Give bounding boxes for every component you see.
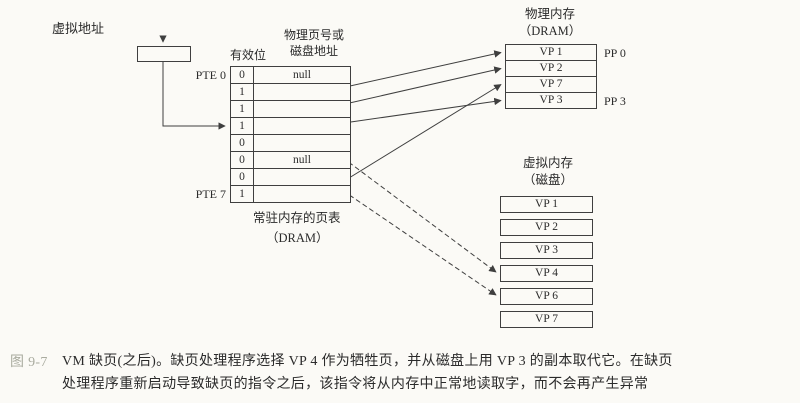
pte-address: null: [293, 154, 311, 166]
dram-row: VP 3: [506, 92, 596, 108]
pte-address: [254, 135, 350, 151]
pt-address-header-line1: 物理页号或: [284, 28, 345, 42]
valid-bit: 0: [231, 169, 254, 185]
figure-number-label: 图 9-7: [10, 355, 48, 370]
pte7-label: PTE 7: [195, 187, 226, 201]
valid-bit: 1: [231, 118, 254, 134]
disk-title-line2: （磁盘）: [522, 173, 573, 187]
disk-table: VP 1 VP 2 VP 3 VP 4 VP 6 VP 7: [500, 196, 593, 334]
pte-row-3: 1: [231, 117, 350, 134]
pte0-label: PTE 0: [195, 68, 226, 82]
virtual-address-box: [137, 46, 191, 62]
physical-memory-title: 物理内存 （DRAM）: [500, 6, 600, 40]
disk-title: 虚拟内存 （磁盘）: [498, 155, 598, 189]
pte-address: [254, 101, 350, 117]
disk-row: VP 2: [500, 219, 593, 236]
disk-row: VP 7: [500, 311, 593, 328]
valid-bit: 0: [231, 135, 254, 151]
page-table: 0 null 1 1 1 0 0 null 0 1: [230, 66, 351, 203]
pte-address: [254, 118, 350, 134]
physical-memory-title-line1: 物理内存: [524, 7, 575, 21]
valid-bit: 0: [231, 152, 254, 168]
pte-row-1: 1: [231, 83, 350, 100]
disk-row: VP 6: [500, 288, 593, 305]
valid-bit: 1: [231, 101, 254, 117]
dram-row: VP 1: [539, 46, 563, 58]
pte-row-2: 1: [231, 100, 350, 117]
pte-row-5: 0 null: [231, 151, 350, 168]
caption-line2: 处理程序重新启动导致缺页的指令之后，该指令将从内存中正常地读取字，而不会再产生异…: [62, 377, 649, 392]
disk-row: VP 4: [500, 265, 593, 282]
virtual-address-label: 虚拟地址: [52, 21, 105, 36]
dram-row: VP 7: [506, 76, 596, 92]
pte-row-6: 0: [231, 168, 350, 185]
pte-address: [254, 84, 350, 100]
pte-address: [254, 186, 350, 202]
disk-title-line1: 虚拟内存: [522, 156, 573, 170]
valid-bit: 1: [231, 84, 254, 100]
caption-line1: VM 缺页(之后)。缺页处理程序选择 VP 4 作为牺牲页，并从磁盘上用 VP …: [62, 354, 673, 369]
pte-address: [254, 169, 350, 185]
disk-row: VP 3: [500, 242, 593, 259]
physical-memory-table: VP 1 VP 2 VP 7 VP 3: [505, 44, 597, 109]
physical-memory-title-line2: （DRAM）: [518, 24, 582, 38]
pt-address-header-line2: 磁盘地址: [290, 44, 339, 58]
disk-row: VP 1: [500, 196, 593, 213]
pte-row-7: 1: [231, 185, 350, 202]
page-table-footer-line1: 常驻内存的页表: [253, 211, 341, 225]
pp0-label: PP 0: [604, 46, 626, 60]
valid-bit-header: 有效位: [230, 48, 267, 62]
valid-bit: 1: [231, 186, 254, 202]
pp3-label: PP 3: [604, 94, 626, 108]
dram-row: VP 2: [506, 60, 596, 76]
pte-address: null: [293, 69, 311, 81]
pte-row-4: 0: [231, 134, 350, 151]
pte-row-0: 0 null: [231, 67, 350, 83]
valid-bit: 0: [231, 67, 254, 83]
page-table-footer-line2: （DRAM）: [266, 231, 329, 245]
